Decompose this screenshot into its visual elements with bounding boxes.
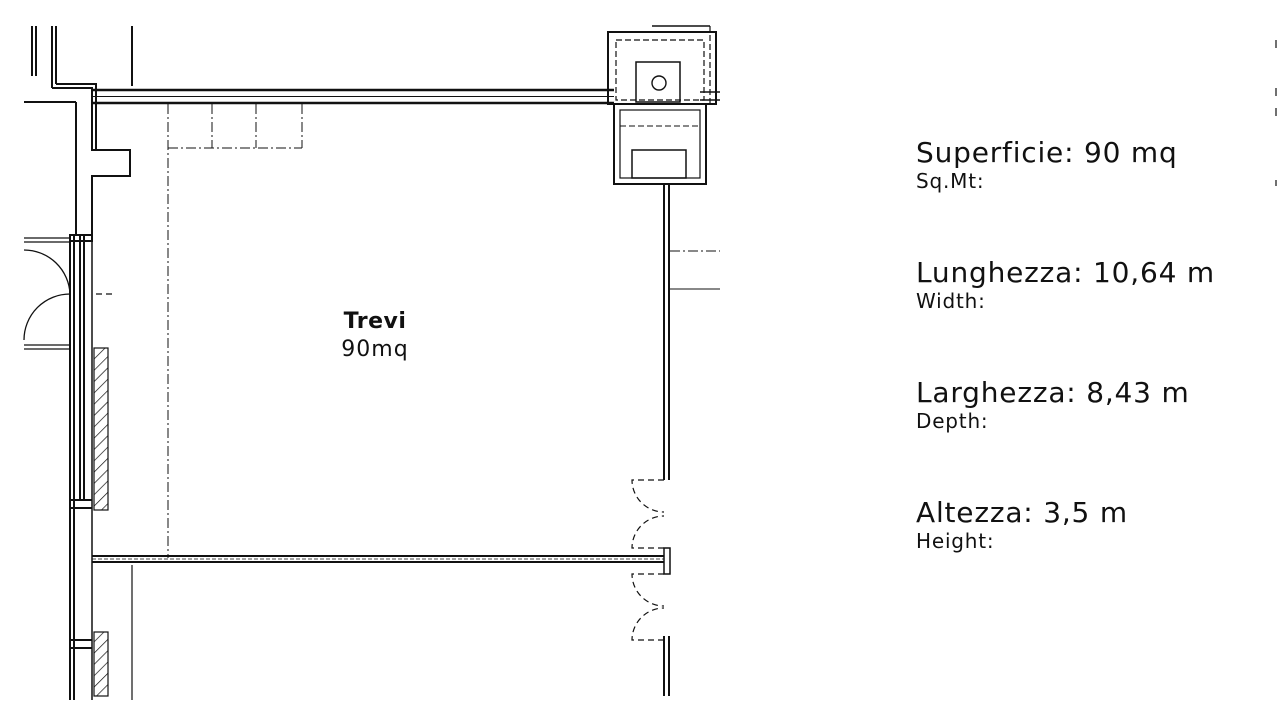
room-label: Trevi 90mq (300, 308, 450, 363)
bottom-wall (92, 547, 671, 575)
spec-height: Altezza: 3,5 m Height: (916, 496, 1128, 552)
spec-length-title: Lunghezza: 10,64 m (916, 256, 1215, 289)
top-wall (92, 88, 614, 105)
room-area: 90mq (341, 336, 409, 362)
spec-surface: Superficie: 90 mq Sq.Mt: (916, 136, 1178, 192)
right-wall (663, 184, 720, 696)
spec-width: Larghezza: 8,43 m Depth: (916, 376, 1190, 432)
spec-height-title: Altezza: 3,5 m (916, 496, 1128, 529)
room-name: Trevi (343, 309, 407, 334)
spec-width-title: Larghezza: 8,43 m (916, 376, 1190, 409)
entrance-door (23, 237, 112, 350)
left-wall (24, 26, 133, 700)
right-doors (631, 479, 665, 641)
dashed-room-outline (167, 104, 303, 558)
hatched-columns (93, 347, 109, 697)
spec-surface-subtitle: Sq.Mt: (916, 169, 985, 193)
spec-surface-title: Superficie: 90 mq (916, 136, 1178, 169)
spec-width-subtitle: Depth: (916, 409, 989, 433)
spec-height-subtitle: Height: (916, 529, 995, 553)
shaft-structure (607, 25, 720, 185)
spec-length: Lunghezza: 10,64 m Width: (916, 256, 1215, 312)
spec-length-subtitle: Width: (916, 289, 986, 313)
